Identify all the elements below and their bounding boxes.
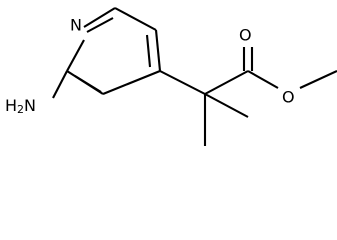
bond-n1-c2: [66, 39, 85, 72]
bond-c5-c6: [114, 7, 157, 31]
amine-n-label: N: [24, 96, 36, 115]
pyridine-ring: [66, 7, 162, 95]
bond-c2-c3-inner: [74, 75, 102, 93]
ring-nitrogen-label: N: [70, 16, 82, 35]
bond-ester-o-methyl: [299, 70, 337, 89]
side-chain: [52, 47, 337, 146]
bond-c4-cq: [159, 70, 206, 95]
atom-labels: N O O H2N: [5, 16, 295, 117]
bond-c6-n1: [83, 7, 116, 28]
bond-c6-n1-inner: [86, 17, 114, 33]
bond-c4-c5-inner: [145, 34, 152, 68]
bond-cq-methyl-right: [204, 93, 249, 118]
carbonyl-oxygen-label: O: [239, 26, 252, 45]
bond-carbonyl-ester-o: [247, 70, 279, 89]
bond-c2-nh2: [52, 70, 68, 99]
bond-cq-carbonyl: [204, 70, 249, 95]
bond-c4-c5: [154, 29, 162, 72]
amine-subscript: 2: [17, 103, 24, 116]
amine-h-label: H: [5, 96, 17, 115]
ester-oxygen-label: O: [282, 88, 295, 107]
amine-label: H2N: [5, 96, 36, 117]
chemical-structure: N O O H2N: [5, 7, 337, 146]
bond-c3-c4: [102, 70, 161, 95]
